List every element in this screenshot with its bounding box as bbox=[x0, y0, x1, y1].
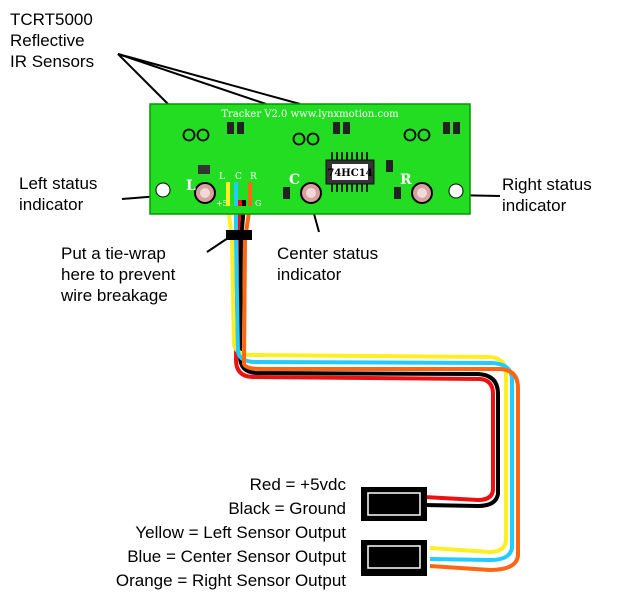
legend-blue: Blue = Center Sensor Output bbox=[127, 547, 346, 566]
right-line-2: indicator bbox=[502, 196, 567, 215]
center-line-1: Center status bbox=[277, 244, 379, 263]
mounting-hole-right bbox=[448, 183, 464, 199]
silkscreen-title: Tracker V2.0 www.lynxmotion.com bbox=[221, 109, 399, 120]
mounting-hole-left bbox=[155, 182, 171, 198]
smd-component bbox=[386, 160, 393, 172]
led-left bbox=[194, 182, 216, 204]
legend-yellow: Yellow = Left Sensor Output bbox=[135, 523, 346, 542]
left-line-1: Left status bbox=[19, 174, 98, 193]
right-indicator-callout: Right status indicator bbox=[502, 174, 592, 216]
legend-red: Red = +5vdc bbox=[249, 475, 346, 494]
tie-line-2: here to prevent bbox=[61, 265, 176, 284]
smd-component bbox=[198, 165, 210, 174]
sensors-callout: TCRT5000 Reflective IR Sensors bbox=[10, 9, 94, 72]
connector-signal bbox=[361, 540, 427, 576]
wire-orange bbox=[242, 204, 520, 572]
tie-line-1: Put a tie-wrap bbox=[61, 244, 166, 263]
wire-black bbox=[238, 204, 500, 508]
silk-led-r: R bbox=[400, 172, 412, 188]
sensors-line-2: Reflective bbox=[10, 31, 85, 50]
wire-red bbox=[234, 204, 495, 502]
right-line-1: Right status bbox=[502, 175, 592, 194]
tie-wrap-callout: Put a tie-wrap here to prevent wire brea… bbox=[61, 243, 175, 306]
left-indicator-callout: Left status indicator bbox=[19, 173, 97, 215]
center-line-2: indicator bbox=[277, 265, 342, 284]
sensors-line-1: TCRT5000 bbox=[10, 10, 93, 29]
silk-pin-plus5: +5 bbox=[216, 199, 228, 208]
legend-black: Black = Ground bbox=[228, 499, 346, 518]
sensors-line-3: IR Sensors bbox=[10, 52, 95, 71]
silk-led-c: C bbox=[289, 172, 300, 188]
wire-blue bbox=[234, 205, 514, 562]
legend-orange: Orange = Right Sensor Output bbox=[115, 571, 346, 590]
smd-component bbox=[394, 187, 401, 199]
silk-led-l: L bbox=[186, 178, 196, 194]
led-center bbox=[300, 182, 322, 204]
silk-wire-l: L bbox=[219, 172, 225, 182]
left-line-2: indicator bbox=[19, 195, 84, 214]
wire-legend: Red = +5vdc Black = Ground Yellow = Left… bbox=[40, 473, 346, 593]
center-indicator-callout: Center status indicator bbox=[277, 243, 378, 285]
wire-bundle bbox=[226, 204, 520, 572]
silk-wire-r: R bbox=[250, 172, 257, 182]
wire-stubs bbox=[226, 182, 252, 206]
tie-line-3: wire breakage bbox=[61, 286, 168, 305]
silk-wire-c: C bbox=[235, 172, 242, 182]
connector-power bbox=[361, 487, 427, 521]
svg-text:74HC14: 74HC14 bbox=[327, 168, 372, 179]
tie-wrap bbox=[226, 230, 252, 240]
tracker-pcb: Tracker V2.0 www.lynxmotion.com bbox=[149, 103, 471, 215]
led-right bbox=[411, 182, 433, 204]
ir-sensor-center bbox=[292, 122, 350, 146]
chip-74hc14: 74HC14 bbox=[325, 152, 375, 192]
silk-pin-gnd: G bbox=[255, 199, 261, 208]
smd-component bbox=[283, 187, 290, 199]
ir-sensor-right bbox=[403, 122, 460, 142]
ir-sensor-left bbox=[182, 122, 244, 142]
